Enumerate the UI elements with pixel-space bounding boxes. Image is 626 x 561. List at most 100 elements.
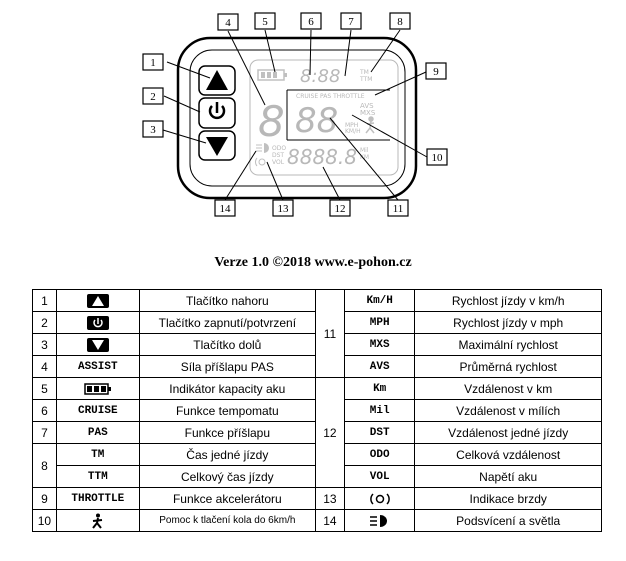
down-triangle-icon (86, 337, 109, 352)
row-description: Vzdálenost jedné jízdy (414, 421, 602, 444)
row-code: MXS (343, 333, 416, 356)
svg-text:MPH: MPH (345, 122, 358, 129)
row-code: AVS (343, 355, 416, 378)
svg-text:4: 4 (225, 17, 231, 29)
callout-9: 9 (425, 62, 447, 80)
walk-symbol (55, 509, 140, 532)
row-number: 8 (32, 443, 57, 488)
distance-digits: 8888.8 (287, 145, 357, 169)
svg-text:DST: DST (272, 152, 284, 159)
power-button[interactable] (198, 97, 236, 129)
callout-1: 1 (142, 53, 164, 71)
up-button-symbol (55, 289, 140, 312)
row-number: 6 (32, 399, 57, 422)
svg-text:1: 1 (150, 57, 156, 69)
row-description: Indikace brzdy (414, 487, 602, 510)
callout-2: 2 (142, 87, 164, 105)
up-button[interactable] (198, 65, 236, 96)
row-code: MPH (343, 311, 416, 334)
row-code: ASSIST (55, 355, 140, 378)
svg-text:TM: TM (359, 69, 369, 76)
group-number: 13 (314, 487, 345, 510)
row-description: Síla příšlapu PAS (138, 355, 316, 378)
row-description: Podsvícení a světla (414, 509, 602, 532)
down-button[interactable] (198, 130, 236, 161)
svg-text:KM: KM (360, 154, 369, 161)
row-description: Rychlost jízdy v mph (414, 311, 602, 334)
row-number: 3 (32, 333, 57, 356)
assist-digit: 8 (258, 97, 285, 146)
svg-text:TTM: TTM (359, 76, 372, 83)
row-code: Km/H (343, 289, 416, 312)
table-row: 3 Tlačítko dolů MXS Maximální rychlost (32, 333, 602, 356)
version-line: Verze 1.0 ©2018 www.e-pohon.cz (214, 255, 412, 270)
svg-text:Mil: Mil (360, 147, 369, 154)
svg-text:ODO: ODO (272, 145, 286, 152)
row-number: 7 (32, 421, 57, 444)
row-code: ODO (343, 443, 416, 466)
row-description: Průměrná rychlost (414, 355, 602, 378)
device-housing (176, 36, 418, 200)
table-row: 5 Indikátor kapacity aku 12 Km Vzdálenos… (32, 377, 602, 488)
svg-text:6: 6 (308, 16, 314, 28)
speed-digits: 88 (295, 101, 338, 141)
row-code: CRUISE (55, 399, 140, 422)
callout-leaders (162, 29, 428, 201)
row-description: Pomoc k tlačení kola do 6km/h (138, 509, 316, 532)
group-number: 14 (314, 509, 345, 532)
power-icon (208, 102, 226, 120)
table-row: 7 PAS Funkce příšlapu DST Vzdálenost jed… (32, 421, 602, 444)
down-button-symbol (55, 333, 140, 356)
display-diagram: 8:88 TM TTM CRUISE PAS THROTTLE 8 88 AVS… (142, 12, 448, 217)
row-description: Rychlost jízdy v km/h (414, 289, 602, 312)
row-number: 9 (32, 487, 57, 510)
row-description: Funkce tempomatu (138, 399, 316, 422)
callout-3: 3 (142, 120, 164, 138)
row-description: Napětí aku (414, 465, 602, 488)
svg-text:12: 12 (335, 203, 346, 215)
group-number: 11 (314, 289, 345, 378)
legend-table: 1 Tlačítko nahoru 11 Km/H Rychlost jízdy… (32, 289, 602, 532)
row-code: Mil (343, 399, 416, 422)
row-description: Celkový čas jízdy (138, 465, 316, 488)
callout-5: 5 (254, 12, 276, 30)
row-description: Funkce příšlapu (138, 421, 316, 444)
table-row: 10 Pomoc k tlačení kola do 6km/h 14 (32, 509, 602, 532)
svg-text:3: 3 (150, 124, 156, 136)
svg-text:8: 8 (397, 16, 403, 28)
svg-text:2: 2 (150, 91, 156, 103)
row-number: 4 (32, 355, 57, 378)
row-description: Funkce akcelerátoru (138, 487, 316, 510)
callout-14: 14 (214, 199, 236, 217)
svg-text:5: 5 (262, 16, 268, 28)
row-description: Tlačítko zapnutí/potvrzení (138, 311, 316, 334)
callout-11: 11 (387, 199, 409, 217)
svg-text:10: 10 (432, 152, 444, 164)
up-triangle-icon (86, 293, 109, 308)
row-description: Čas jedné jízdy (138, 443, 316, 466)
row-description: Indikátor kapacity aku (138, 377, 316, 400)
row-number: 10 (32, 509, 57, 532)
brake-symbol (343, 487, 416, 510)
row-description: Maximální rychlost (414, 333, 602, 356)
row-code: VOL (343, 465, 416, 488)
table-row: 9 THROTTLE Funkce akcelerátoru 13 Indika… (32, 487, 602, 510)
svg-text:14: 14 (220, 203, 232, 215)
row-code: TM (55, 443, 140, 466)
battery-icon (84, 383, 111, 396)
walk-assist-icon (365, 116, 375, 134)
svg-text:MXS: MXS (360, 109, 376, 117)
up-triangle-icon (206, 70, 228, 90)
callout-10: 10 (426, 148, 448, 166)
time-segments: 8:88 (300, 66, 340, 87)
callout-6: 6 (300, 12, 322, 30)
svg-text:VOL: VOL (272, 159, 285, 166)
battery-symbol (55, 377, 140, 400)
walk-assist-icon (92, 513, 102, 529)
power-icon (86, 315, 109, 330)
down-triangle-icon (206, 137, 228, 156)
row-code: DST (343, 421, 416, 444)
table-row: 1 Tlačítko nahoru 11 Km/H Rychlost jízdy… (32, 289, 602, 378)
callout-8: 8 (389, 12, 411, 30)
